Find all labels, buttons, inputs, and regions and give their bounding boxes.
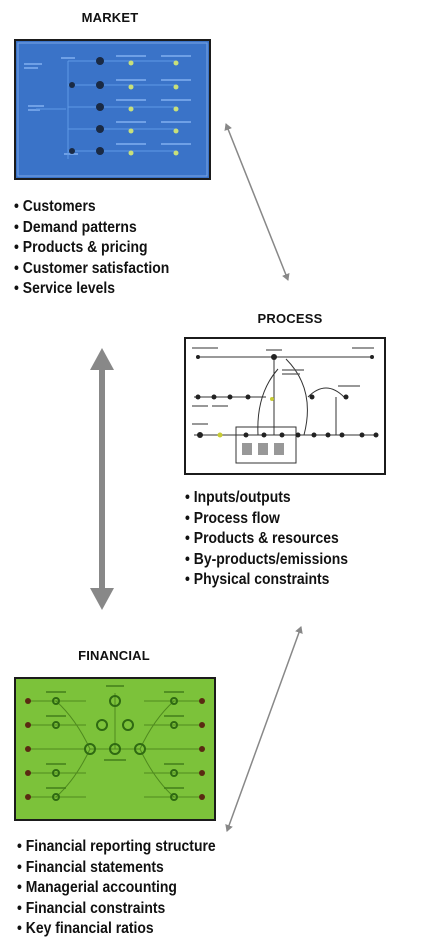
financial-bullet-item: Financial statements xyxy=(17,858,216,879)
financial-bullet-item: Financial reporting structure xyxy=(17,837,216,858)
market-bullet-item: Products & pricing xyxy=(14,238,169,259)
process-bullet-item: By-products/emissions xyxy=(185,550,348,571)
financial-bullet-item: Managerial accounting xyxy=(17,878,216,899)
process-bullet-item: Products & resources xyxy=(185,529,348,550)
financial-bullet-list: Financial reporting structure Financial … xyxy=(17,837,216,940)
process-financial-arrow xyxy=(225,626,303,832)
market-financial-arrow xyxy=(90,348,114,610)
financial-heading: FINANCIAL xyxy=(78,648,150,663)
process-bullet-item: Process flow xyxy=(185,509,348,530)
process-heading: PROCESS xyxy=(257,311,323,326)
market-bullet-item: Customer satisfaction xyxy=(14,259,170,280)
financial-model-thumbnail xyxy=(14,677,216,821)
market-model-thumbnail xyxy=(14,39,211,180)
process-model-thumbnail xyxy=(184,337,386,475)
market-bullet-item: Service levels xyxy=(14,279,169,300)
market-bullet-list: Customers Demand patterns Products & pri… xyxy=(14,197,170,300)
financial-bullet-item: Key financial ratios xyxy=(17,919,216,940)
market-bullet-item: Demand patterns xyxy=(14,218,169,239)
process-bullet-item: Physical constraints xyxy=(185,570,348,591)
market-heading: MARKET xyxy=(81,10,139,25)
financial-bullet-item: Financial constraints xyxy=(17,899,216,920)
process-bullet-item: Inputs/outputs xyxy=(185,488,348,509)
process-bullet-list: Inputs/outputs Process flow Products & r… xyxy=(185,488,348,591)
market-bullet-item: Customers xyxy=(14,197,169,218)
market-process-arrow xyxy=(224,123,290,281)
